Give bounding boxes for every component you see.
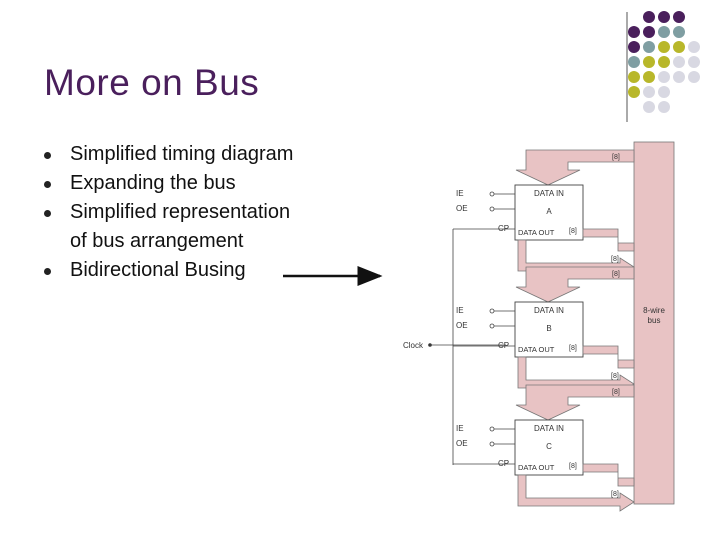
oe-pin [489,323,495,329]
decorative-dot [688,41,700,53]
decorative-dot [673,11,685,23]
width-label: [8] [569,345,577,352]
cp-label: CP [498,224,509,233]
decorative-dot [658,26,670,38]
bullet-icon [44,268,51,275]
data-in-label: DATA IN [534,189,564,198]
decorative-dot [643,56,655,68]
ie-pin [489,426,495,432]
data-out-label: DATA OUT [518,345,555,354]
decorative-dot [673,26,685,38]
bullet-icon [44,152,51,159]
decorative-dot [643,26,655,38]
register-block [514,419,584,476]
decorative-dot [643,86,655,98]
decorative-dot [658,41,670,53]
decorative-dot [628,41,640,53]
oe-label: OE [456,321,468,330]
bullet-item: Expanding the bus [40,169,340,198]
bus-bar [633,141,675,505]
bus-input-arrow [515,266,635,303]
bullet-text-continued: of bus arrangement [70,230,244,252]
bus-output-tube [582,345,635,369]
decorative-dot [673,56,685,68]
data-in-label: DATA IN [534,306,564,315]
width-label: [8] [612,154,620,161]
width-label: [8] [569,228,577,235]
bullet-icon [44,181,51,188]
width-label: [8] [569,463,577,470]
bus-output-tube [582,228,635,252]
decorative-dot [658,56,670,68]
cp-label: CP [498,341,509,350]
clock-label: Clock [403,341,424,350]
decorative-dot [658,71,670,83]
decorative-dot [658,86,670,98]
width-label: [8] [611,373,619,380]
cp-label: CP [498,459,509,468]
oe-label: OE [456,439,468,448]
bus-output-arrow [517,474,635,512]
ie-label: IE [456,306,464,315]
width-label: [8] [612,271,620,278]
register-block [514,184,584,241]
bullet-text: Expanding the bus [70,172,236,194]
bullet-text: Simplified timing diagram [70,143,294,165]
decorative-dot [628,26,640,38]
register-name: B [546,324,551,333]
oe-label: OE [456,204,468,213]
oe-pin [489,206,495,212]
decorative-dot [688,56,700,68]
bus-output-tube [582,463,635,487]
bus-input-arrow [515,384,635,421]
decorative-dot [688,71,700,83]
bus-label-line2: bus [648,316,661,325]
decorative-dot [628,71,640,83]
register-name: C [546,442,552,451]
bullet-item: Simplified representation of bus arrangem… [40,198,340,256]
register-name: A [546,207,552,216]
bullet-text: Simplified representation [70,201,291,223]
bullet-item: Simplified timing diagram [40,140,340,169]
width-label: [8] [611,256,619,263]
ie-pin [489,308,495,314]
ie-label: IE [456,424,464,433]
decorative-dot [643,71,655,83]
register-block [514,301,584,358]
data-out-label: DATA OUT [518,463,555,472]
ie-pin [489,191,495,197]
decorative-dot-grid [626,11,700,122]
decorative-dot [628,56,640,68]
bullet-icon [44,210,51,217]
bus-input-arrow [515,149,635,186]
oe-pin [489,441,495,447]
bullet-item: Bidirectional Busing [40,256,340,285]
bullet-list: Simplified timing diagram Expanding the … [40,140,340,285]
bullet-text: Bidirectional Busing [70,259,246,281]
data-out-label: DATA OUT [518,228,555,237]
decorative-dot [628,86,640,98]
slide-title: More on Bus [44,62,260,103]
decorative-dot [643,101,655,113]
decorative-dot [673,71,685,83]
width-label: [8] [611,491,619,498]
ie-label: IE [456,189,464,198]
decorative-dot [658,11,670,23]
width-label: [8] [612,389,620,396]
decorative-dot [673,41,685,53]
decorative-dot [658,101,670,113]
decorative-dot [643,41,655,53]
bus-label-line1: 8-wire [643,306,665,315]
data-in-label: DATA IN [534,424,564,433]
decorative-dot [643,11,655,23]
